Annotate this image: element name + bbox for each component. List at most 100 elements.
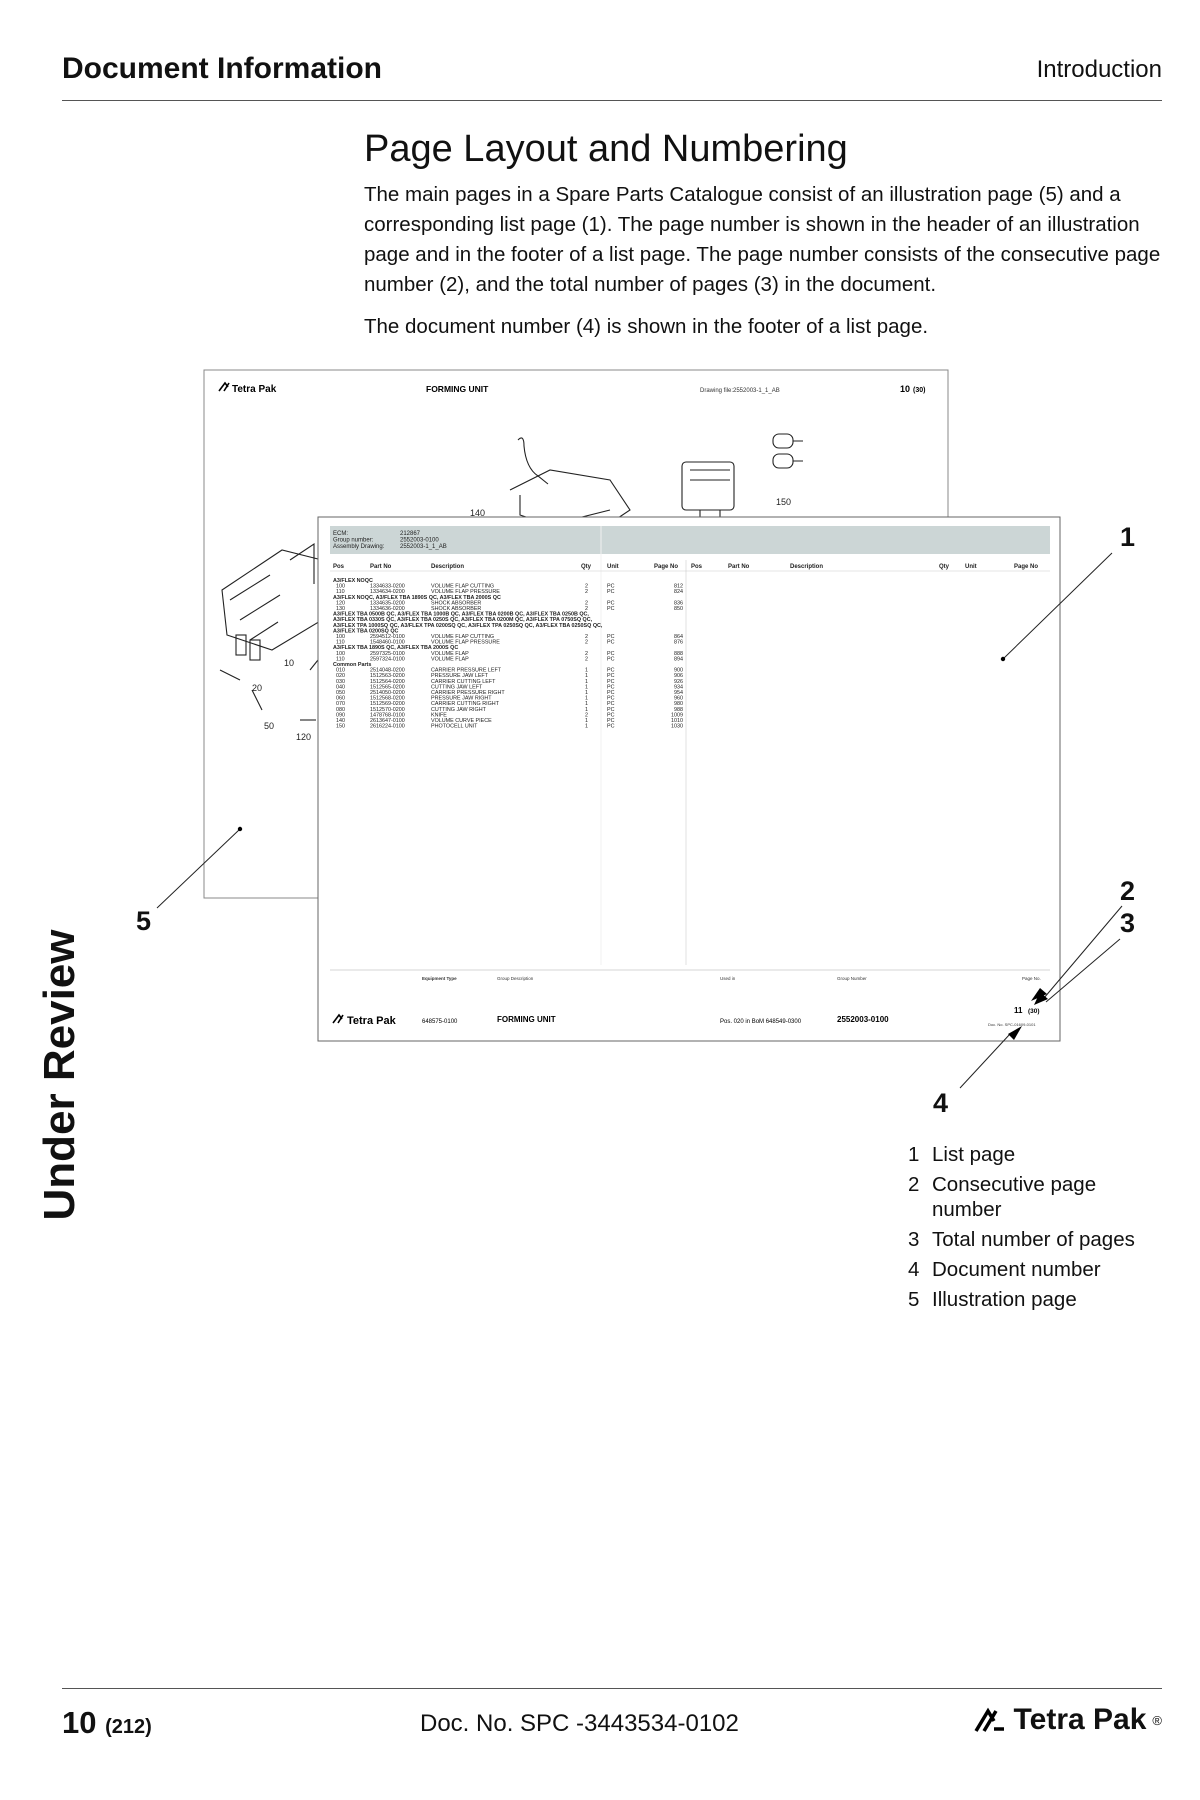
info-value: 212867 bbox=[400, 531, 421, 537]
legend-text: Document number bbox=[932, 1258, 1101, 1281]
ill-page-total: (30) bbox=[913, 387, 925, 394]
list-cell: VOLUME FLAP PRESSURE bbox=[431, 589, 500, 595]
list-cell: 050 bbox=[336, 690, 345, 696]
header-section: Introduction bbox=[1036, 56, 1162, 83]
list-cell: PC bbox=[607, 673, 615, 679]
column-header: Description bbox=[790, 564, 823, 570]
list-footer-page-total: (30) bbox=[1028, 1008, 1040, 1015]
section-heading: A3/FLEX TBA 0200SQ QC bbox=[333, 628, 399, 634]
list-cell: PC bbox=[607, 668, 615, 674]
list-cell: 2594512-0100 bbox=[370, 634, 405, 640]
section-heading: A3/FLEX TBA 0500B QC, A3/FLEX TBA 1000B … bbox=[333, 612, 589, 618]
list-cell: 080 bbox=[336, 707, 345, 713]
list-cell: 1 bbox=[585, 668, 588, 674]
footer-rule bbox=[62, 1688, 1162, 1689]
info-value: 2552003-0100 bbox=[400, 538, 439, 544]
list-cell: PC bbox=[607, 690, 615, 696]
list-cell: 1512570-0200 bbox=[370, 707, 405, 713]
list-cell: 2616224-0100 bbox=[370, 724, 405, 730]
list-cell: PC bbox=[607, 679, 615, 685]
column-header: Page No bbox=[1014, 564, 1038, 570]
callout-4: 4 bbox=[933, 1088, 949, 1118]
list-cell: 090 bbox=[336, 712, 345, 718]
list-cell: CARRIER CUTTING RIGHT bbox=[431, 701, 500, 707]
list-cell: 010 bbox=[336, 668, 345, 674]
footer-page-number: 10 (212) bbox=[62, 1705, 152, 1741]
list-cell: 150 bbox=[336, 724, 345, 730]
machine-drawing bbox=[219, 433, 803, 721]
list-cell: 1010 bbox=[671, 718, 683, 724]
list-cell: VOLUME FLAP CUTTING bbox=[431, 634, 494, 640]
list-cell: PRESSURE JAW RIGHT bbox=[431, 696, 492, 702]
ill-page-number: 10 bbox=[900, 384, 910, 394]
list-cell: 900 bbox=[674, 668, 683, 674]
list-cell: 1 bbox=[585, 673, 588, 679]
list-cell: PC bbox=[607, 696, 615, 702]
list-cell: 1 bbox=[585, 718, 588, 724]
list-cell: 110 bbox=[336, 589, 345, 595]
list-cell: 2 bbox=[585, 640, 588, 646]
list-cell: 864 bbox=[674, 634, 683, 640]
list-cell: 1512569-0200 bbox=[370, 701, 405, 707]
info-value: 2552003-1_1_AB bbox=[400, 544, 447, 550]
ill-title: FORMING UNIT bbox=[426, 384, 489, 394]
header-rule bbox=[62, 100, 1162, 101]
info-label: Group number: bbox=[333, 538, 374, 544]
list-cell: CUTTING JAW RIGHT bbox=[431, 707, 487, 713]
list-cell: 812 bbox=[674, 584, 683, 590]
list-cell: 1512568-0200 bbox=[370, 696, 405, 702]
footer-page-current: 10 bbox=[62, 1705, 97, 1740]
legend-text: Consecutive page number bbox=[932, 1173, 1097, 1221]
ill-pos-label: 10 bbox=[284, 658, 294, 668]
list-cell: 2 bbox=[585, 634, 588, 640]
list-cell: 1334633-0200 bbox=[370, 584, 405, 590]
list-cell: 1548460-0100 bbox=[370, 640, 405, 646]
list-footer-page-number: 11 bbox=[1014, 1006, 1023, 1015]
list-cell: 1334635-0200 bbox=[370, 600, 405, 606]
list-cell: VOLUME CURVE PIECE bbox=[431, 718, 492, 724]
list-cell: 2613647-0100 bbox=[370, 718, 405, 724]
ill-pos-label: 120 bbox=[296, 732, 311, 742]
list-footer-doc-number: Doc. No. SPC-01609-0101 bbox=[988, 1022, 1036, 1027]
column-header: Unit bbox=[607, 564, 619, 570]
list-cell: 1334634-0200 bbox=[370, 589, 405, 595]
list-footer-label: Used in bbox=[720, 976, 736, 981]
list-cell: PC bbox=[607, 634, 615, 640]
ill-pos-label: 140 bbox=[470, 508, 485, 518]
tetra-pak-logo-icon bbox=[974, 1707, 1004, 1732]
list-cell: PC bbox=[607, 584, 615, 590]
list-cell: PC bbox=[607, 651, 615, 657]
callout-5: 5 bbox=[136, 906, 152, 936]
list-cell: 1009 bbox=[671, 712, 683, 718]
list-cell: 070 bbox=[336, 701, 345, 707]
footer-logo-registered: ® bbox=[1152, 1712, 1162, 1728]
list-cell: 2514050-0200 bbox=[370, 690, 405, 696]
info-label: Assembly Drawing: bbox=[333, 544, 385, 550]
list-cell: PC bbox=[607, 684, 615, 690]
section-title: Page Layout and Numbering bbox=[364, 128, 848, 170]
list-info-box bbox=[330, 526, 1050, 554]
list-cell: 980 bbox=[674, 701, 683, 707]
list-footer-used-in: Pos. 020 in BoM 648549-0300 bbox=[720, 1019, 802, 1025]
list-cell: 2597324-0100 bbox=[370, 656, 405, 662]
list-cell: 988 bbox=[674, 707, 683, 713]
list-cell: 1478768-0100 bbox=[370, 712, 405, 718]
callout-3: 3 bbox=[1120, 908, 1136, 938]
doc-number-paragraph: The document number (4) is shown in the … bbox=[364, 315, 929, 338]
ill-pos-label: 20 bbox=[252, 683, 262, 693]
column-header: Part No bbox=[370, 564, 392, 570]
list-footer-equipment-type: 648575-0100 bbox=[422, 1019, 458, 1025]
tetra-pak-logo-small: Tetra Pak bbox=[218, 381, 277, 395]
list-cell: CUTTING JAW LEFT bbox=[431, 684, 483, 690]
ill-logo-text: Tetra Pak bbox=[232, 384, 277, 395]
footer-page-total: (212) bbox=[105, 1716, 152, 1738]
list-cell: 040 bbox=[336, 684, 345, 690]
legend-number: 3 bbox=[908, 1228, 920, 1251]
list-cell: 850 bbox=[674, 606, 683, 612]
column-header: Page No bbox=[654, 564, 678, 570]
footer-logo: Tetra Pak® bbox=[974, 1703, 1162, 1737]
